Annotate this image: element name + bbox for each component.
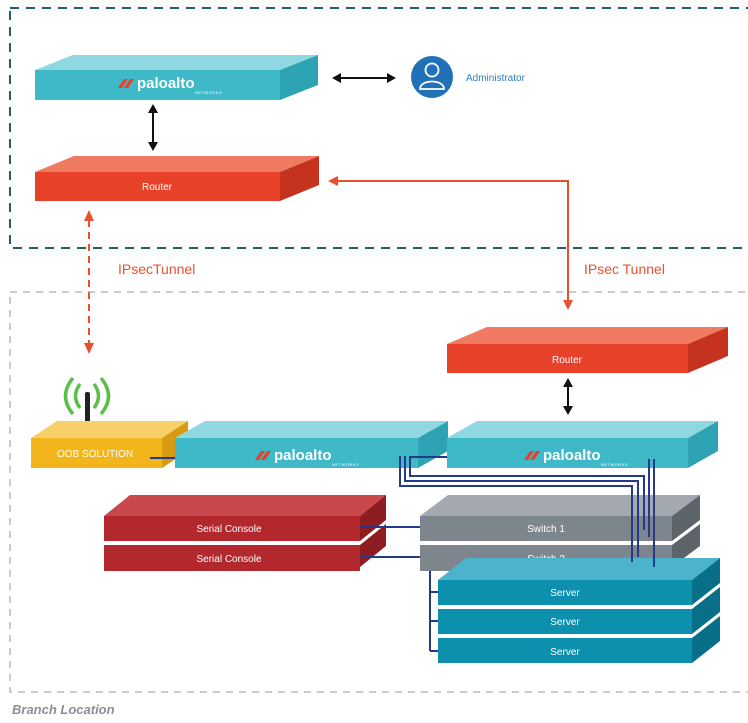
branch-router-label: Router [552,355,583,366]
hq-fw-router-arrow [148,104,158,151]
branch-fw1-brand: paloalto [274,447,332,464]
branch-router: Router [447,327,728,373]
hq-firewall-brand-sub: NETWORKS [195,90,222,95]
hq-router: Router [35,156,319,201]
branch-location-label: Branch Location [12,702,115,717]
ipsec-tunnel-left-label: IPsecTunnel [118,261,195,277]
serial-console-2: Serial Console [104,524,386,571]
ipsec-tunnel-left [84,210,94,354]
branch-firewall-2: paloalto NETWORKS [447,421,718,468]
ipsec-tunnel-right [328,176,573,310]
administrator-label: Administrator [466,73,526,84]
server-1-label: Server [550,588,580,599]
branch-router-fw-arrow [563,378,573,415]
serial-console-1: Serial Console [104,495,386,541]
hq-router-label: Router [142,182,173,193]
server-2-label: Server [550,617,580,628]
ipsec-tunnel-right-label: IPsec Tunnel [584,261,665,277]
hq-firewall-brand: paloalto [137,75,195,92]
server-1: Server [438,558,720,605]
fw-switch-cables [399,456,655,567]
paloalto-logo-icon [524,451,540,460]
oob-solution-device: OOB SOLUTION [31,421,188,468]
switch-1: Switch 1 [420,495,700,541]
paloalto-logo-icon [255,451,271,460]
switch-server-cables [429,571,438,652]
hq-boundary [9,7,748,249]
branch-boundary [9,291,748,693]
branch-fw1-brand-sub: NETWORKS [332,462,359,467]
switch-1-label: Switch 1 [527,524,565,535]
oob-solution-label: OOB SOLUTION [57,449,133,460]
branch-fw2-brand: paloalto [543,447,601,464]
server-3: Server [438,616,720,663]
paloalto-logo-icon [118,79,134,88]
server-2: Server [438,587,720,634]
admin-link-arrow [332,73,396,83]
administrator-icon [411,56,453,98]
branch-firewall-1: paloalto NETWORKS [175,421,448,468]
hq-firewall: paloalto NETWORKS [35,55,318,100]
wifi-antenna-icon [63,376,111,430]
serial-console-1-label: Serial Console [196,524,261,535]
branch-fw2-brand-sub: NETWORKS [601,462,628,467]
serial-console-2-label: Serial Console [196,554,261,565]
server-3-label: Server [550,647,580,658]
